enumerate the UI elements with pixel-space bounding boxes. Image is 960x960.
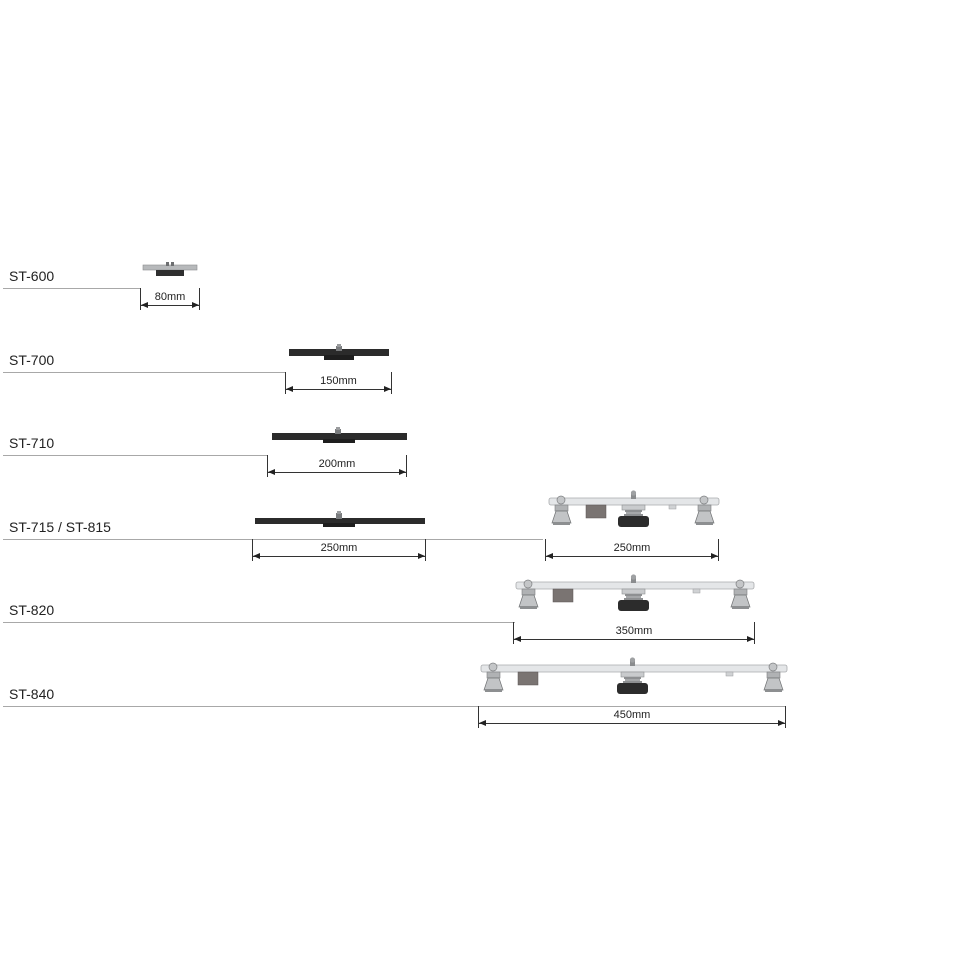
dimension-80mm: 80mm [140, 288, 200, 310]
dimension-value: 350mm [615, 625, 653, 637]
model-label-st-840: ST-840 [9, 686, 55, 702]
baseline [3, 622, 515, 623]
dimension-value: 80mm [154, 291, 186, 303]
dimension-value: 250mm [613, 542, 651, 554]
st-600-drawing [142, 262, 198, 276]
baseline [3, 455, 267, 456]
model-label-st-600: ST-600 [9, 268, 55, 284]
baseline [3, 706, 785, 707]
model-label-st-820: ST-820 [9, 602, 55, 618]
dimension-value: 250mm [320, 542, 358, 554]
dimension-value: 450mm [613, 709, 651, 721]
model-label-st-710: ST-710 [9, 435, 55, 451]
st-840-drawing [480, 657, 788, 694]
st-820-drawing [515, 574, 755, 611]
dimension-150mm: 150mm [285, 372, 392, 394]
model-label-st-715-st-815: ST-715 / ST-815 [9, 519, 111, 535]
dimension-350mm: 350mm [513, 622, 755, 644]
dimension-value: 150mm [320, 375, 357, 387]
dimension-250mm-dark: 250mm [252, 539, 426, 561]
dimension-450mm: 450mm [478, 706, 786, 728]
st-700-drawing [289, 344, 389, 360]
dimension-value: 200mm [318, 458, 356, 470]
model-label-st-700: ST-700 [9, 352, 55, 368]
baseline [3, 288, 140, 289]
baseline [3, 372, 285, 373]
dimension-200mm: 200mm [267, 455, 407, 477]
dimension-250mm-silver: 250mm [545, 539, 719, 561]
st-715-drawing [255, 511, 425, 527]
st-710-drawing [272, 427, 407, 443]
baseline [3, 539, 543, 540]
st-815-drawing [548, 490, 720, 527]
